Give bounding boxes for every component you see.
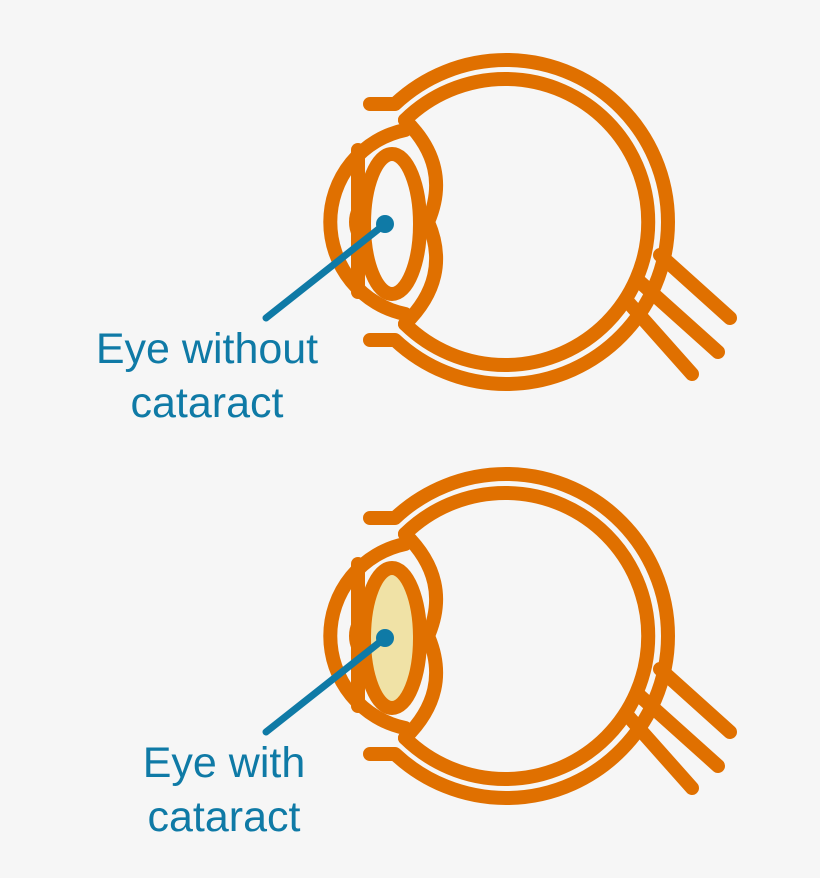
label-line: Eye with xyxy=(142,739,306,787)
label-line: cataract xyxy=(130,379,284,427)
pointer-line-bottom xyxy=(262,634,389,736)
pointer-dot-top xyxy=(376,215,394,233)
clear-lens xyxy=(357,147,427,301)
pointer-line-top xyxy=(262,220,389,322)
label-line: cataract xyxy=(147,793,301,841)
pointer-dot-bottom xyxy=(376,629,394,647)
eye-with-cataract xyxy=(262,474,730,798)
label-eye-with-cataract: Eye with cataract xyxy=(96,736,352,844)
eye-without-cataract xyxy=(262,60,730,384)
label-line: Eye without xyxy=(95,325,319,373)
label-eye-without-cataract: Eye without cataract xyxy=(62,322,352,430)
